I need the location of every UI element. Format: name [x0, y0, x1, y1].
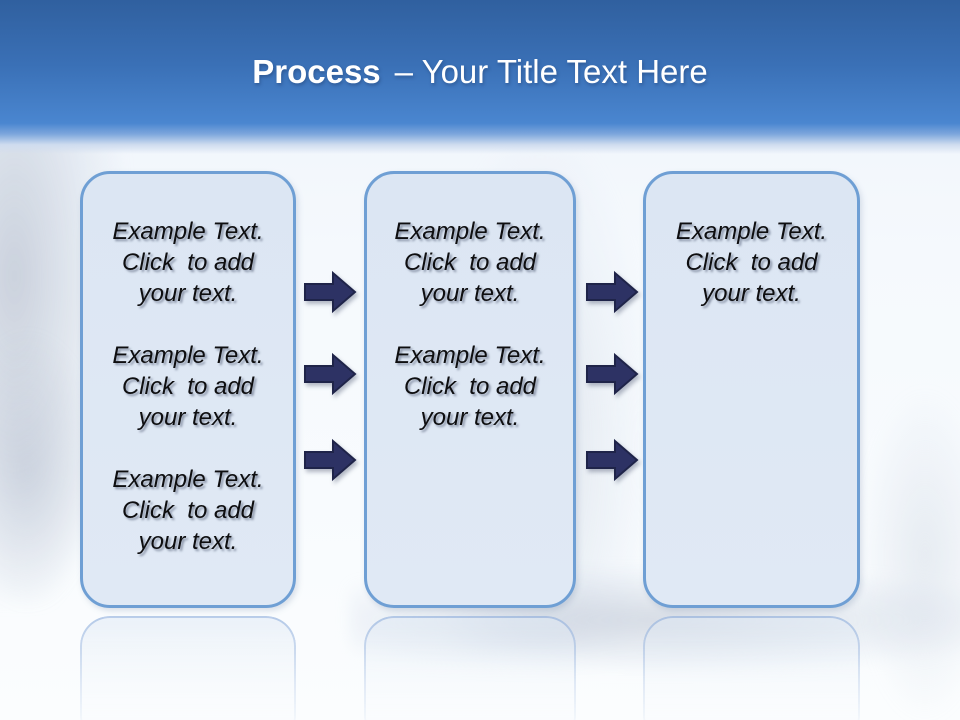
text-line: Example Text.	[394, 342, 546, 369]
text-line: Click to add	[121, 497, 255, 524]
text-line: Click to add	[121, 249, 255, 276]
placeholder-text-block[interactable]: Example Text. Click to add your text.	[367, 216, 573, 309]
text-line: your text.	[702, 280, 801, 307]
text-line: Example Text.	[112, 218, 264, 245]
text-line: your text.	[138, 404, 238, 431]
process-box-step-3[interactable]: Example Text. Click to add your text.	[643, 171, 860, 608]
text-line: Click to add	[685, 249, 818, 276]
text-line: Example Text.	[394, 218, 546, 245]
placeholder-text-block[interactable]: Example Text. Click to add your text.	[646, 216, 857, 309]
placeholder-text-block[interactable]: Example Text. Click to add your text.	[83, 340, 293, 433]
text-line: Click to add	[403, 373, 537, 400]
arrow-right-icon	[586, 438, 639, 482]
slide-title-placeholder: – Your Title Text Here	[394, 53, 708, 90]
placeholder-text-block[interactable]: Example Text. Click to add your text.	[83, 464, 293, 557]
placeholder-text-block[interactable]: Example Text. Click to add your text.	[367, 340, 573, 433]
slide-title-keyword: Process	[252, 53, 381, 90]
process-box-step-1[interactable]: Example Text. Click to add your text. Ex…	[80, 171, 296, 608]
box-reflection	[80, 616, 296, 720]
text-line: your text.	[138, 528, 238, 555]
text-line: your text.	[420, 404, 520, 431]
arrow-right-icon	[304, 438, 357, 482]
slide-title[interactable]: Process – Your Title Text Here	[0, 52, 960, 92]
text-line: your text.	[420, 280, 520, 307]
text-line: Example Text.	[675, 218, 828, 245]
arrow-right-icon	[304, 270, 357, 314]
header-band: Process – Your Title Text Here	[0, 0, 960, 154]
placeholder-text-block[interactable]: Example Text. Click to add your text.	[83, 216, 293, 309]
text-line: Example Text.	[112, 342, 264, 369]
arrow-right-icon	[586, 352, 639, 396]
text-line: Click to add	[403, 249, 537, 276]
arrow-right-icon	[586, 270, 639, 314]
box-reflection	[364, 616, 576, 720]
arrow-right-icon	[304, 352, 357, 396]
process-box-step-2[interactable]: Example Text. Click to add your text. Ex…	[364, 171, 576, 608]
text-line: Example Text.	[112, 466, 264, 493]
water-splash-decoration	[860, 390, 960, 720]
text-line: Click to add	[121, 373, 255, 400]
text-line: your text.	[138, 280, 238, 307]
box-reflection	[643, 616, 860, 720]
